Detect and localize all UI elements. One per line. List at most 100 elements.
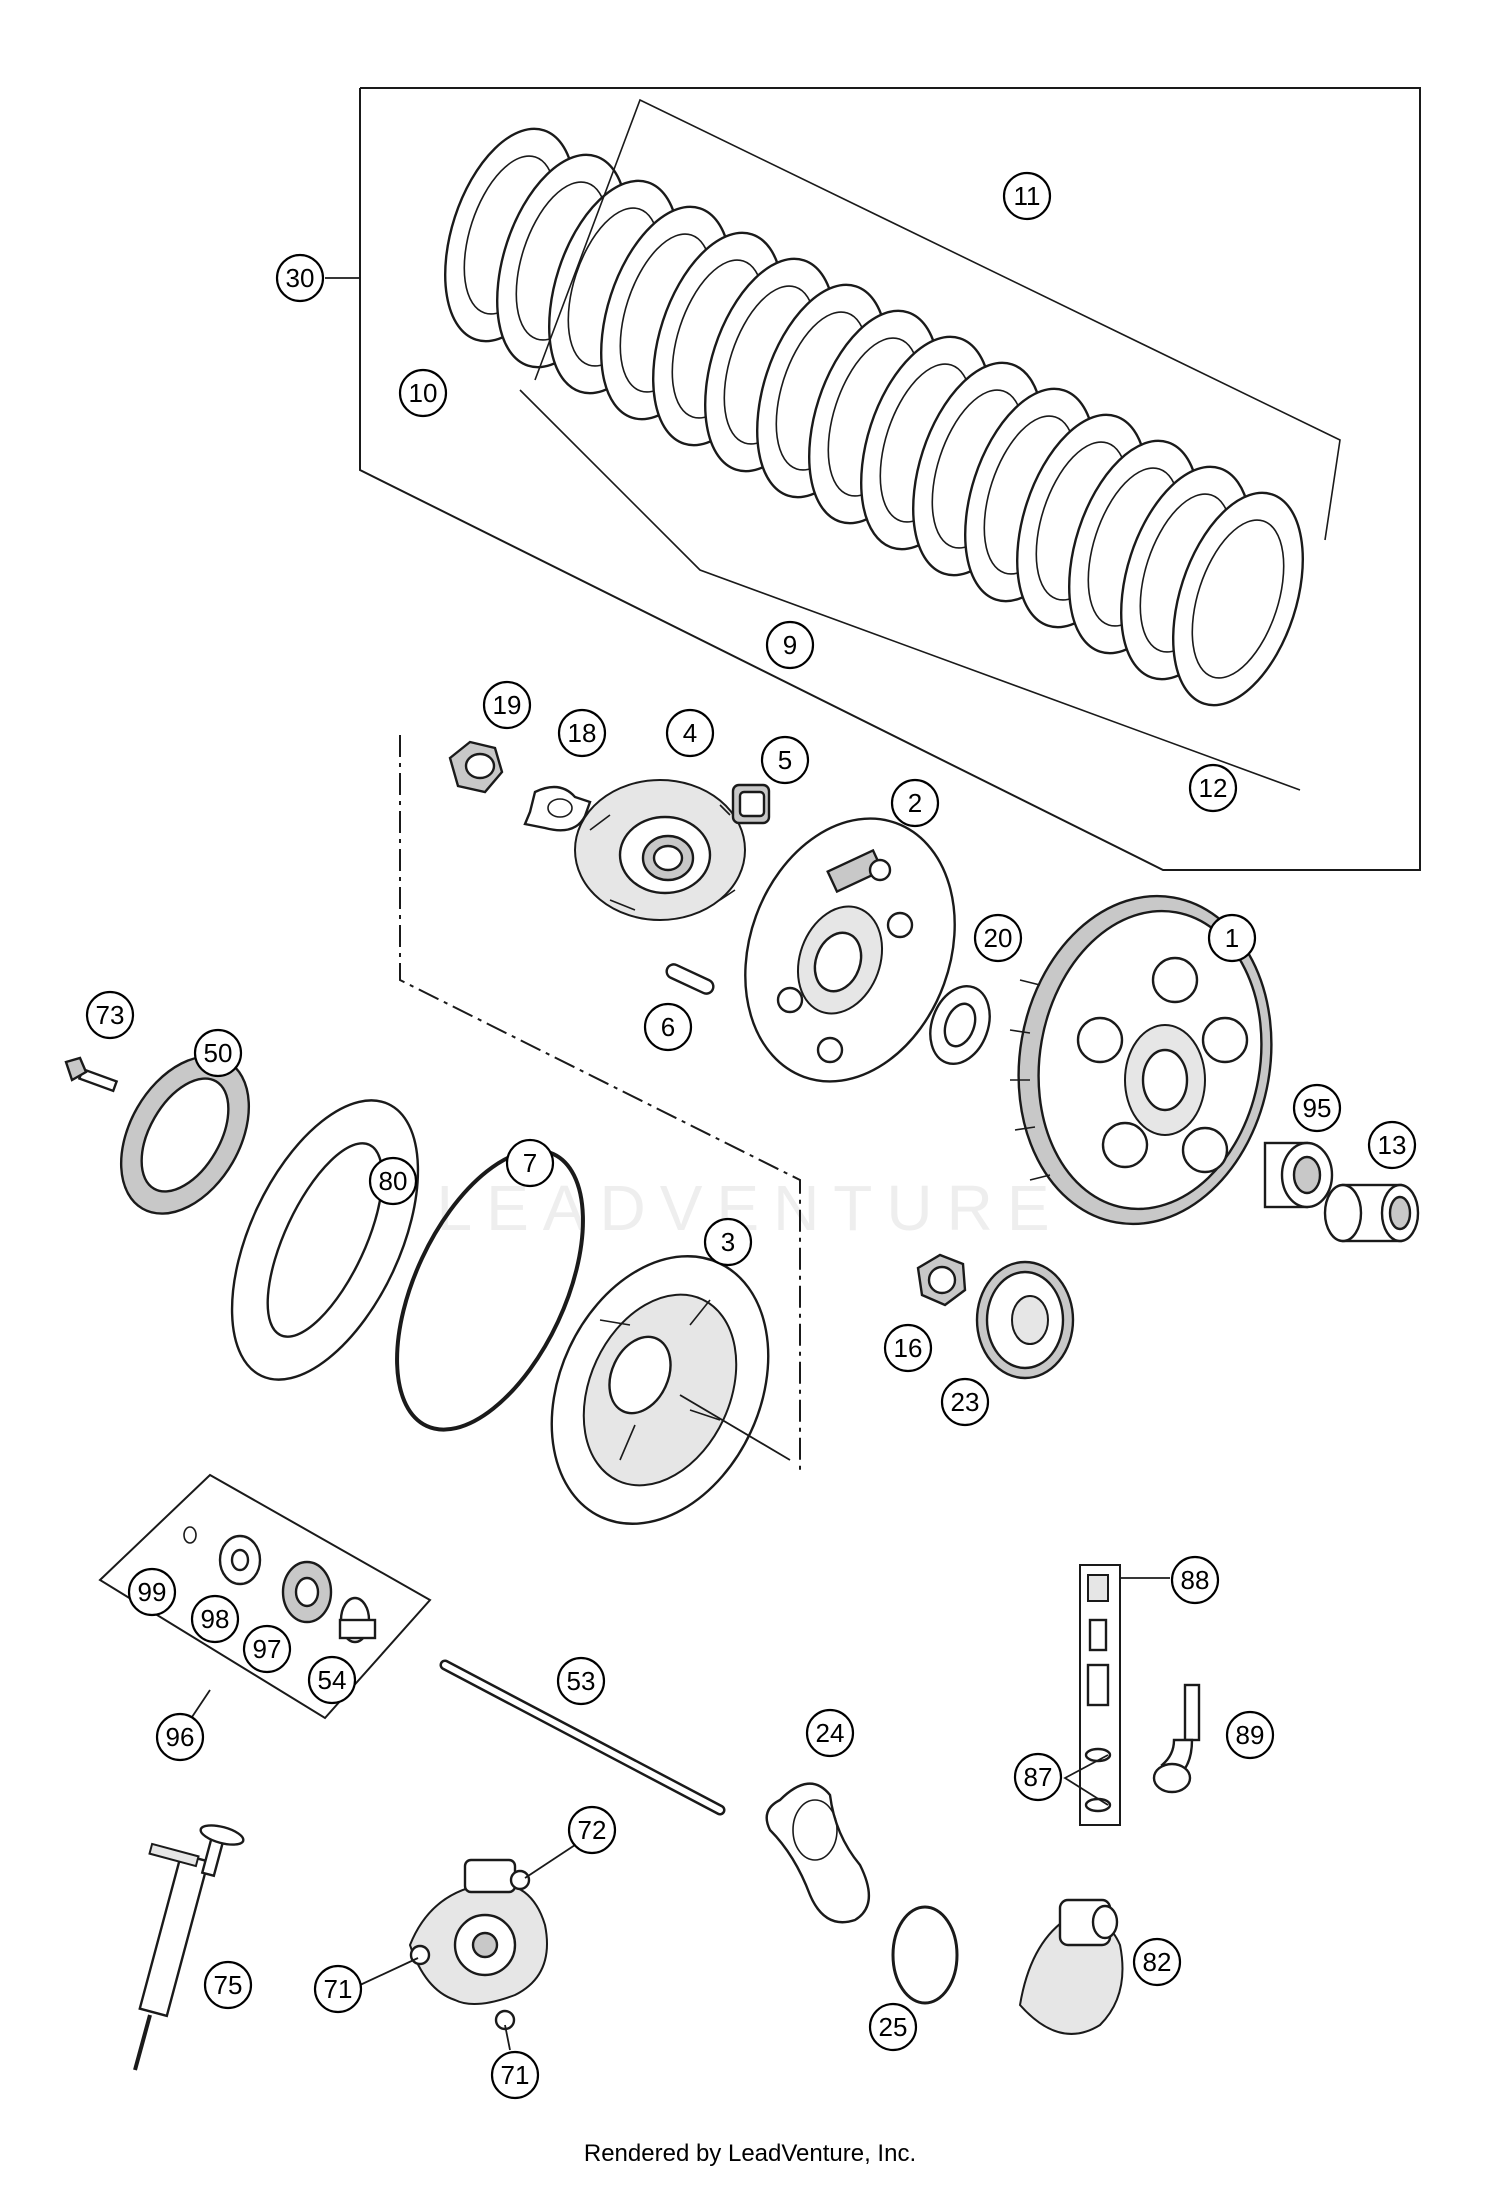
callout-75: 75: [203, 1960, 253, 2010]
callout-24: 24: [805, 1708, 855, 1758]
callout-circle: [505, 1138, 555, 1188]
pressure-cap-3: [550, 1255, 770, 1525]
callout-number: 50: [204, 1038, 233, 1068]
inner-hub-4: [574, 779, 746, 921]
callout-54: 54: [307, 1655, 357, 1705]
callout-number: 16: [894, 1333, 923, 1363]
callout-13: 13: [1367, 1120, 1417, 1170]
callout-circle: [242, 1624, 292, 1674]
callout-number: 75: [214, 1970, 243, 2000]
callout-circle: [940, 1377, 990, 1427]
callout-circle: [193, 1028, 243, 1078]
callout-5: 5: [760, 735, 810, 785]
callout-number: 71: [501, 2060, 530, 2090]
bushing-95: [1263, 1141, 1334, 1209]
callout-87: 87: [1013, 1752, 1063, 1802]
callout-number: 98: [201, 1604, 230, 1634]
damper-5: [731, 783, 771, 825]
callout-9: 9: [765, 620, 815, 670]
callout-circle: [643, 1002, 693, 1052]
callout-73: 73: [85, 990, 135, 1040]
leader-71a: [359, 1957, 419, 1986]
friction-plate: [1172, 491, 1304, 707]
callout-72: 72: [567, 1805, 617, 1855]
gasket-24: [765, 1782, 871, 1924]
leader-71b: [504, 2024, 511, 2051]
callout-circle: [567, 1805, 617, 1855]
callout-number: 18: [568, 718, 597, 748]
callout-circle: [127, 1567, 177, 1617]
sleeve-13: [1323, 1183, 1420, 1243]
slave-cylinder: [408, 1858, 548, 2031]
gear-23: [975, 1260, 1075, 1380]
callout-circle: [703, 1217, 753, 1267]
callout-number: 23: [951, 1387, 980, 1417]
callout-23: 23: [940, 1377, 990, 1427]
callout-circle: [665, 708, 715, 758]
callout-circle: [1002, 171, 1052, 221]
clutch-plate-stack: [444, 127, 1304, 707]
callout-circle: [1367, 1120, 1417, 1170]
slave-cylinder-82: [1018, 1898, 1124, 2035]
callout-circle: [557, 708, 607, 758]
callout-number: 99: [138, 1577, 167, 1607]
callout-19: 19: [482, 680, 532, 730]
callout-circle: [1207, 913, 1257, 963]
callout-16: 16: [883, 1323, 933, 1373]
callout-30: 30: [275, 253, 325, 303]
callout-11: 11: [1002, 171, 1052, 221]
callout-circle: [203, 1960, 253, 2010]
callout-4: 4: [665, 708, 715, 758]
callout-circle: [85, 990, 135, 1040]
callout-number: 73: [96, 1000, 125, 1030]
callout-number: 10: [409, 378, 438, 408]
callout-circle: [890, 778, 940, 828]
callout-number: 95: [1303, 1093, 1332, 1123]
callout-number: 7: [523, 1148, 537, 1178]
callout-circle: [368, 1156, 418, 1206]
callout-25: 25: [868, 2002, 918, 2052]
callout-circle: [1225, 1710, 1275, 1760]
callout-20: 20: [973, 913, 1023, 963]
callout-circle: [1292, 1083, 1342, 1133]
pressure-plate-2: [744, 817, 956, 1083]
callout-circle: [490, 2050, 540, 2100]
callout-80: 80: [368, 1156, 418, 1206]
callout-53: 53: [556, 1656, 606, 1706]
callout-18: 18: [557, 708, 607, 758]
callout-3: 3: [703, 1217, 753, 1267]
callout-circle: [275, 253, 325, 303]
callout-50: 50: [193, 1028, 243, 1078]
pressure-piece-54: [338, 1596, 377, 1644]
callout-number: 6: [661, 1012, 675, 1042]
callout-99: 99: [127, 1567, 177, 1617]
callout-12: 12: [1188, 763, 1238, 813]
steel-plate-bracket: [519, 389, 1301, 791]
callout-number: 72: [578, 1815, 607, 1845]
callout-98: 98: [190, 1594, 240, 1644]
outer-basket-gear-1: [1009, 894, 1273, 1226]
syringe-75: [133, 1824, 245, 2071]
callout-number: 5: [778, 745, 792, 775]
callout-circle: [805, 1708, 855, 1758]
callout-circle: [190, 1594, 240, 1644]
callout-number: 54: [318, 1665, 347, 1695]
callout-10: 10: [398, 368, 448, 418]
callout-number: 2: [908, 788, 922, 818]
callout-number: 97: [253, 1634, 282, 1664]
callout-circle: [1170, 1555, 1220, 1605]
callout-number: 87: [1024, 1762, 1053, 1792]
callout-number: 12: [1199, 773, 1228, 803]
callout-1: 1: [1207, 913, 1257, 963]
callout-circle: [556, 1656, 606, 1706]
callout-number: 53: [567, 1666, 596, 1696]
leader-72: [524, 1844, 576, 1879]
callout-71b: 71: [490, 2050, 540, 2100]
callout-89: 89: [1225, 1710, 1275, 1760]
callout-circle: [883, 1323, 933, 1373]
banjo-bolt-89: [1152, 1683, 1201, 1794]
callout-circle: [155, 1712, 205, 1762]
